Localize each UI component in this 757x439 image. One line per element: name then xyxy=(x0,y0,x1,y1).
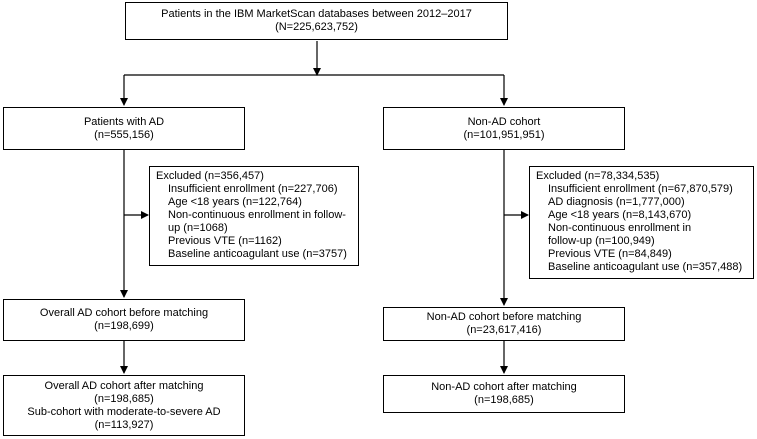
nonad-excluded-item: Non-continuous enrollment in xyxy=(548,222,692,234)
nonad-cohort-box: Non-AD cohort (n=101,951,951) xyxy=(383,107,625,150)
ad-excluded-item: Insufficient enrollment (n=227,706) xyxy=(168,183,338,195)
ad-after-matching-box: Overall AD cohort after matching (n=198,… xyxy=(3,375,245,436)
nonad-excluded-item: Age <18 years (n=8,143,670) xyxy=(548,209,692,221)
nonad-cohort-title: Non-AD cohort xyxy=(467,115,541,128)
total-patients-title: Patients in the IBM MarketScan databases… xyxy=(161,8,472,20)
nonad-excluded-item: follow-up (n=100,949) xyxy=(548,235,655,247)
ad-excluded-item: Non-continuous enrollment in follow- xyxy=(168,209,346,221)
nonad-excluded-box: Excluded (n=78,334,535) Insufficient enr… xyxy=(529,166,754,279)
ad-patients-box: Patients with AD (n=555,156) xyxy=(3,107,245,150)
nonad-after-matching-title: Non-AD cohort after matching xyxy=(431,381,577,393)
nonad-after-matching-count: (n=198,685) xyxy=(474,394,534,406)
total-patients-count: (N=225,623,752) xyxy=(275,21,358,33)
ad-excluded-item: Baseline anticoagulant use (n=3757) xyxy=(168,248,347,260)
subcohort-count: (n=113,927) xyxy=(94,418,154,431)
nonad-excluded-item: AD diagnosis (n=1,777,000) xyxy=(548,196,685,208)
ad-before-matching-box: Overall AD cohort before matching (n=198… xyxy=(3,299,245,341)
ad-excluded-item: Previous VTE (n=1162) xyxy=(168,235,282,247)
nonad-excluded-item: Baseline anticoagulant use (n=357,488) xyxy=(548,261,743,273)
nonad-excluded-header: Excluded (n=78,334,535) xyxy=(536,170,660,182)
ad-after-matching-count: (n=198,685) xyxy=(94,392,154,405)
ad-patients-title: Patients with AD xyxy=(83,115,165,128)
ad-patients-count: (n=555,156) xyxy=(94,128,154,141)
nonad-cohort-count: (n=101,951,951) xyxy=(463,128,545,141)
ad-after-matching-title: Overall AD cohort after matching xyxy=(44,379,204,392)
ad-excluded-item: up (n=1068) xyxy=(168,222,228,234)
nonad-excluded-item: Insufficient enrollment (n=67,870,579) xyxy=(548,183,733,195)
ad-before-matching-count: (n=198,699) xyxy=(94,320,154,332)
nonad-after-matching-box: Non-AD cohort after matching (n=198,685) xyxy=(383,375,625,413)
nonad-before-matching-title: Non-AD cohort before matching xyxy=(426,311,582,323)
nonad-excluded-item: Previous VTE (n=84,849) xyxy=(548,248,672,260)
ad-excluded-box: Excluded (n=356,457) Insufficient enroll… xyxy=(149,166,359,266)
total-patients-box: Patients in the IBM MarketScan databases… xyxy=(125,2,508,40)
ad-excluded-item: Age <18 years (n=122,764) xyxy=(168,196,302,208)
nonad-before-matching-count: (n=23,617,416) xyxy=(466,324,542,336)
nonad-before-matching-box: Non-AD cohort before matching (n=23,617,… xyxy=(383,307,625,341)
ad-excluded-header: Excluded (n=356,457) xyxy=(156,170,264,182)
subcohort-title: Sub-cohort with moderate-to-severe AD xyxy=(27,405,221,418)
ad-before-matching-title: Overall AD cohort before matching xyxy=(39,307,209,319)
